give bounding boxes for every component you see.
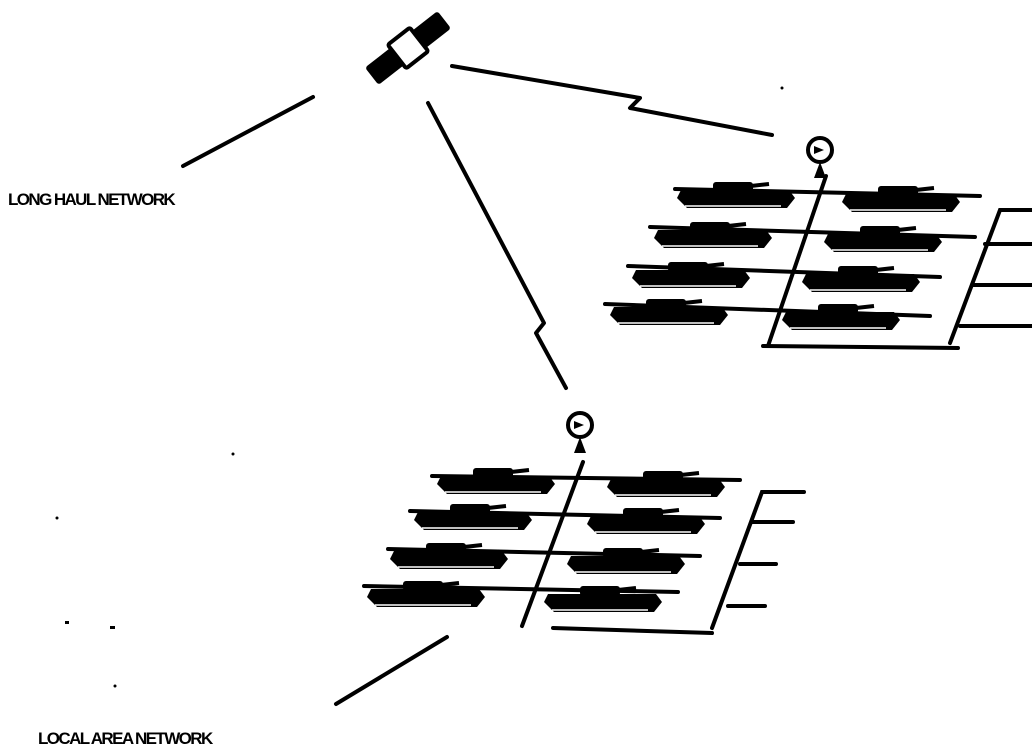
local-network-group (362, 411, 806, 635)
tank-icon (800, 264, 922, 294)
tank-icon (412, 502, 534, 532)
tank-icon (388, 541, 510, 571)
long-haul-network-label: LONG HAUL NETWORK (8, 190, 176, 209)
long-haul-pointer-line (181, 95, 315, 168)
satellite-link-upper (450, 64, 774, 137)
tank-icon (822, 224, 944, 254)
tank-icon (675, 180, 797, 210)
tank-icon (840, 184, 962, 214)
satellite-icon (366, 12, 450, 84)
satellite-link-lower (426, 101, 568, 390)
scan-specks (55, 86, 784, 688)
local-area-network-label: LOCAL AREA NETWORK (38, 729, 214, 748)
tank-icon (585, 506, 707, 536)
tank-icon (780, 302, 902, 332)
tank-icon (435, 466, 557, 496)
local-area-pointer-line (334, 635, 449, 706)
antenna-icon (806, 136, 834, 180)
antenna-icon (566, 411, 594, 455)
remote-network-group (603, 136, 1032, 350)
tank-icon (605, 469, 727, 499)
